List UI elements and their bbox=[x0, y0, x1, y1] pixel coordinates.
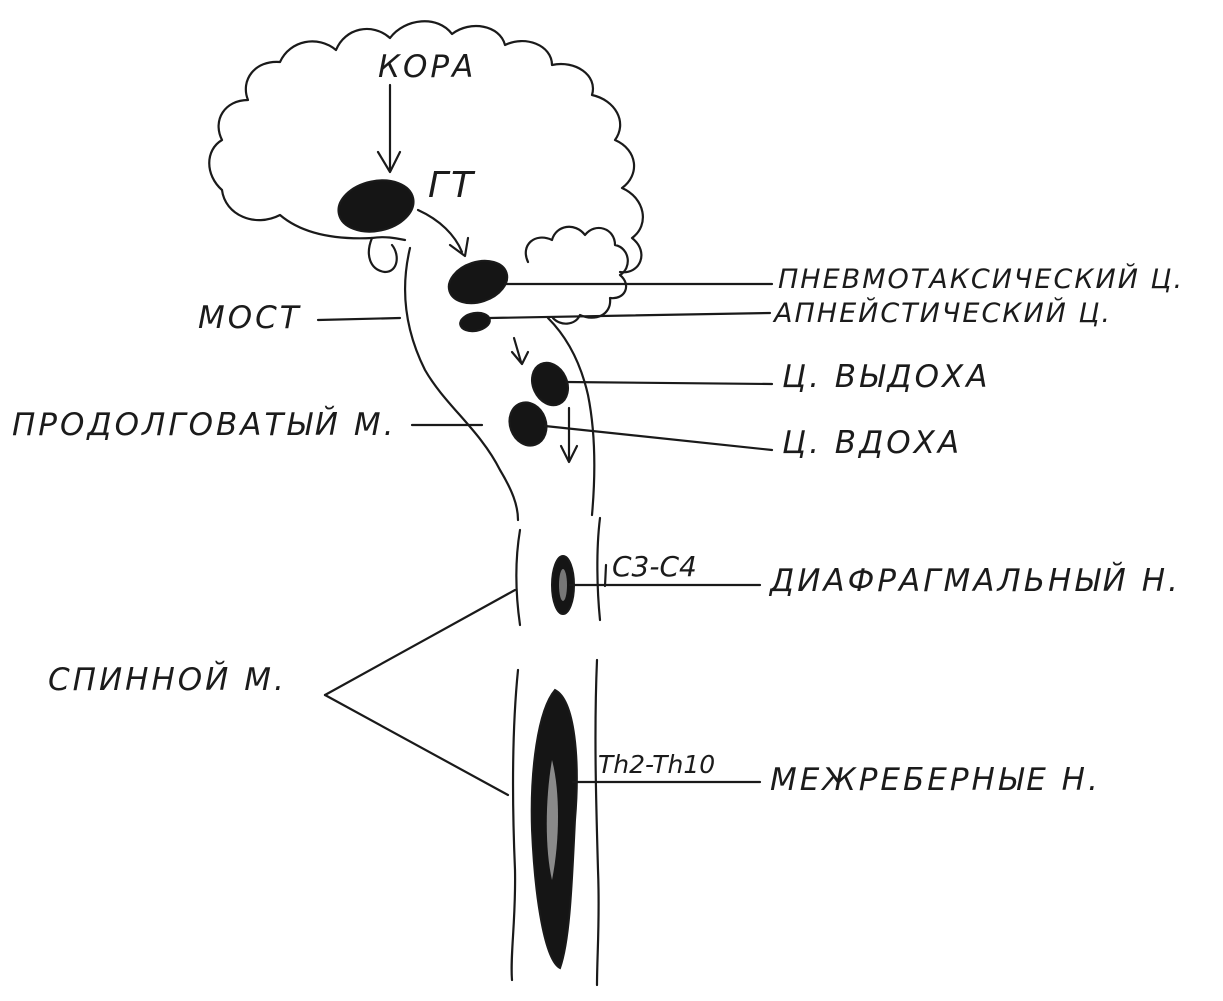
spinal-cord-upper-left bbox=[516, 530, 520, 625]
thoracic-segments-label: Th2-Th10 bbox=[598, 752, 715, 777]
spinal-cord-upper-right bbox=[597, 518, 600, 620]
pons-label: МОСТ bbox=[198, 303, 302, 334]
spinal-pointer-upper bbox=[325, 590, 515, 695]
cervical-label-underline bbox=[605, 565, 606, 586]
spinal-cord-lower-left bbox=[512, 670, 518, 980]
pons-pointer bbox=[318, 318, 400, 320]
phrenic-nerve-label: ДИАФРАГМАЛЬНЫЙ Н. bbox=[770, 566, 1181, 597]
cortex-label: КОРА bbox=[378, 52, 476, 83]
pneumotaxic-center-label: ПНЕВМОТАКСИЧЕСКИЙ Ц. bbox=[778, 266, 1184, 293]
apneustic-nucleus bbox=[459, 311, 492, 334]
cerebrum-base bbox=[369, 238, 397, 272]
expiration-pointer bbox=[566, 382, 772, 384]
inspiration-nucleus bbox=[504, 397, 553, 451]
hypothalamus-to-pneumotaxic-arrow bbox=[418, 210, 462, 252]
inspiration-pointer bbox=[545, 426, 772, 450]
cervical-nucleus-core bbox=[559, 569, 567, 601]
intercostal-nerves-label: МЕЖРЕБЕРНЫЕ Н. bbox=[770, 765, 1101, 796]
brainstem-right-edge bbox=[548, 318, 594, 515]
cerebellum-outline bbox=[526, 227, 628, 324]
apneustic-pointer bbox=[490, 313, 770, 318]
pneumotaxic-nucleus bbox=[443, 254, 512, 311]
inspiration-center-label: Ц. ВДОХА bbox=[782, 428, 962, 459]
apneustic-center-label: АПНЕЙСТИЧЕСКИЙ Ц. bbox=[774, 300, 1112, 327]
spinal-pointer-lower bbox=[325, 695, 508, 795]
medulla-label: ПРОДОЛГОВАТЫЙ М. bbox=[12, 410, 396, 441]
expiration-center-label: Ц. ВЫДОХА bbox=[782, 362, 990, 393]
spinal-cord-lower-right bbox=[595, 660, 598, 985]
hypothalamus-nucleus bbox=[334, 174, 419, 239]
spinal-cord-label: СПИННОЙ М. bbox=[48, 665, 287, 696]
cerebrum-inner-contour bbox=[372, 237, 405, 240]
cervical-segments-label: C3-C4 bbox=[612, 553, 697, 581]
hypothalamus-label: ГТ bbox=[428, 168, 476, 204]
